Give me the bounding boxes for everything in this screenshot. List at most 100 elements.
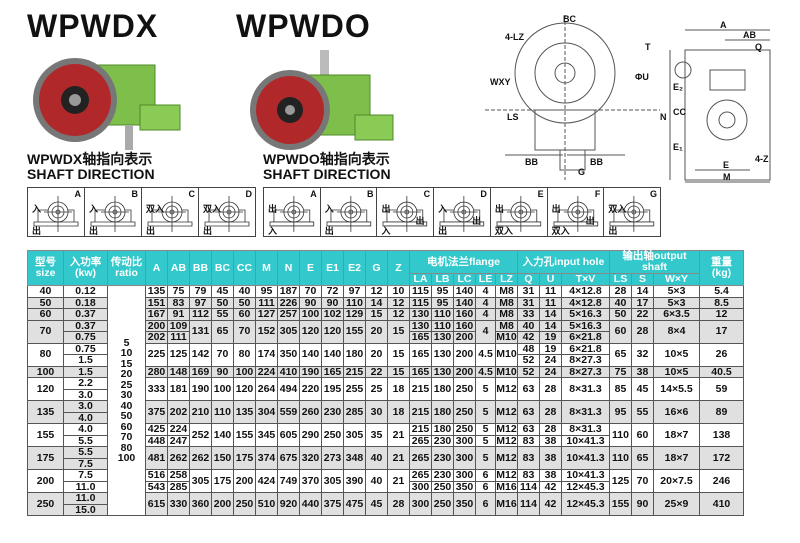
col-s: S bbox=[631, 273, 654, 286]
cell-bc: 55 bbox=[211, 308, 234, 321]
cell-size: 120 bbox=[27, 377, 64, 401]
cell-z: 10 bbox=[387, 285, 410, 298]
cell-size: 250 bbox=[27, 492, 64, 516]
direction-tag: 出 bbox=[203, 226, 213, 236]
cell-le: 4 bbox=[475, 308, 496, 321]
cell-lc: 200 bbox=[453, 342, 476, 367]
cell-la: 130 bbox=[409, 319, 432, 332]
cell-kg: 17 bbox=[699, 319, 744, 344]
col-bc: BC bbox=[211, 250, 234, 286]
cell-lz: M12 bbox=[495, 423, 518, 436]
cell-kg: 40.5 bbox=[699, 365, 744, 378]
cell-kg: 26 bbox=[699, 342, 744, 367]
cell-n: 226 bbox=[277, 296, 300, 309]
cell-kw: 1.5 bbox=[63, 365, 108, 378]
col-bb: BB bbox=[189, 250, 212, 286]
cell-wy: 10×5 bbox=[653, 342, 700, 367]
cell-lb: 130 bbox=[431, 331, 454, 344]
cell-e: 290 bbox=[299, 423, 322, 447]
col-lz: LZ bbox=[495, 273, 518, 286]
cell-lc: 200 bbox=[453, 331, 476, 344]
cell-g: 45 bbox=[365, 492, 388, 516]
cell-g: 12 bbox=[365, 285, 388, 298]
label-e2: E₂ bbox=[673, 82, 683, 92]
cell-q: 31 bbox=[517, 285, 540, 298]
label-a: A bbox=[720, 20, 727, 30]
cell-s: 38 bbox=[631, 365, 654, 378]
col-lb: LB bbox=[431, 273, 454, 286]
cell-s: 28 bbox=[631, 319, 654, 344]
cell-tv: 5×16.3 bbox=[561, 308, 610, 321]
col-ab: AB bbox=[167, 250, 190, 286]
cell-kw: 11.0 bbox=[63, 492, 108, 505]
cell-ls: 110 bbox=[609, 446, 632, 470]
cell-size: 175 bbox=[27, 446, 64, 470]
cell-e2: 285 bbox=[343, 400, 366, 424]
cell-lc: 200 bbox=[453, 365, 476, 378]
wpwdo-title: WPWDO bbox=[236, 8, 371, 44]
cell-ls: 40 bbox=[609, 296, 632, 309]
cell-kg: 410 bbox=[699, 492, 744, 516]
cell-lz: M16 bbox=[495, 480, 518, 493]
cell-q: 42 bbox=[517, 331, 540, 344]
cell-u: 38 bbox=[539, 446, 562, 470]
cell-m: 510 bbox=[255, 492, 278, 516]
direction-tag: 出 bbox=[551, 204, 561, 214]
cell-s: 55 bbox=[631, 400, 654, 424]
cell-ls: 110 bbox=[609, 423, 632, 447]
dimension-drawing: BC 4-LZ WXY LS BB BB G T ΦU A AB Q N E₂ … bbox=[485, 14, 771, 183]
cell-n: 410 bbox=[277, 365, 300, 378]
cell-lz: M16 bbox=[495, 492, 518, 516]
col-q: Q bbox=[517, 273, 540, 286]
cell-ls: 155 bbox=[609, 492, 632, 516]
cell-e2: 110 bbox=[343, 296, 366, 309]
cell-q: 63 bbox=[517, 423, 540, 436]
direction-tag: 入 bbox=[268, 226, 278, 236]
cell-u: 24 bbox=[539, 365, 562, 378]
col-tv: T×V bbox=[561, 273, 610, 286]
caption-en: SHAFT DIRECTION bbox=[27, 166, 155, 182]
cell-m: 127 bbox=[255, 308, 278, 321]
cell-lb: 180 bbox=[431, 377, 454, 401]
cell-bc: 90 bbox=[211, 365, 234, 378]
cell-lb: 250 bbox=[431, 480, 454, 493]
cell-lb: 95 bbox=[431, 285, 454, 298]
cell-tv: 10×41.3 bbox=[561, 469, 610, 482]
cell-la: 300 bbox=[409, 480, 432, 493]
cell-bb: 97 bbox=[189, 296, 212, 309]
cell-tv: 8×27.3 bbox=[561, 365, 610, 378]
cell-lc: 160 bbox=[453, 308, 476, 321]
label-u: ΦU bbox=[635, 72, 649, 82]
cell-u: 28 bbox=[539, 400, 562, 424]
cell-size: 60 bbox=[27, 308, 64, 321]
cell-g: 20 bbox=[365, 319, 388, 344]
cell-kw: 1.5 bbox=[63, 354, 108, 367]
cell-q: 63 bbox=[517, 377, 540, 401]
cell-bb: 190 bbox=[189, 377, 212, 401]
col-ratio: 传动比 ratio bbox=[107, 250, 146, 286]
cell-le: 5 bbox=[475, 446, 496, 470]
cell-le: 6 bbox=[475, 480, 496, 493]
cell-kw: 5.5 bbox=[63, 434, 108, 447]
col-size: 型号 size bbox=[27, 250, 64, 286]
cell-cc: 155 bbox=[233, 423, 256, 447]
gearbox-outline-icon bbox=[383, 196, 428, 232]
cell-e: 220 bbox=[299, 377, 322, 401]
cell-e1: 230 bbox=[321, 400, 344, 424]
direction-letter: C bbox=[423, 189, 431, 199]
cell-lc: 300 bbox=[453, 434, 476, 447]
cell-m: 304 bbox=[255, 400, 278, 424]
cell-n: 559 bbox=[277, 400, 300, 424]
cell-le: 4.5 bbox=[475, 365, 496, 378]
cell-cc: 40 bbox=[233, 285, 256, 298]
cell-u: 38 bbox=[539, 434, 562, 447]
cell-wy: 10×5 bbox=[653, 365, 700, 378]
wpwdx-gearbox-photo bbox=[33, 58, 181, 150]
cell-u: 28 bbox=[539, 423, 562, 436]
cell-z: 21 bbox=[387, 469, 410, 493]
gearbox-outline-icon bbox=[33, 196, 79, 232]
